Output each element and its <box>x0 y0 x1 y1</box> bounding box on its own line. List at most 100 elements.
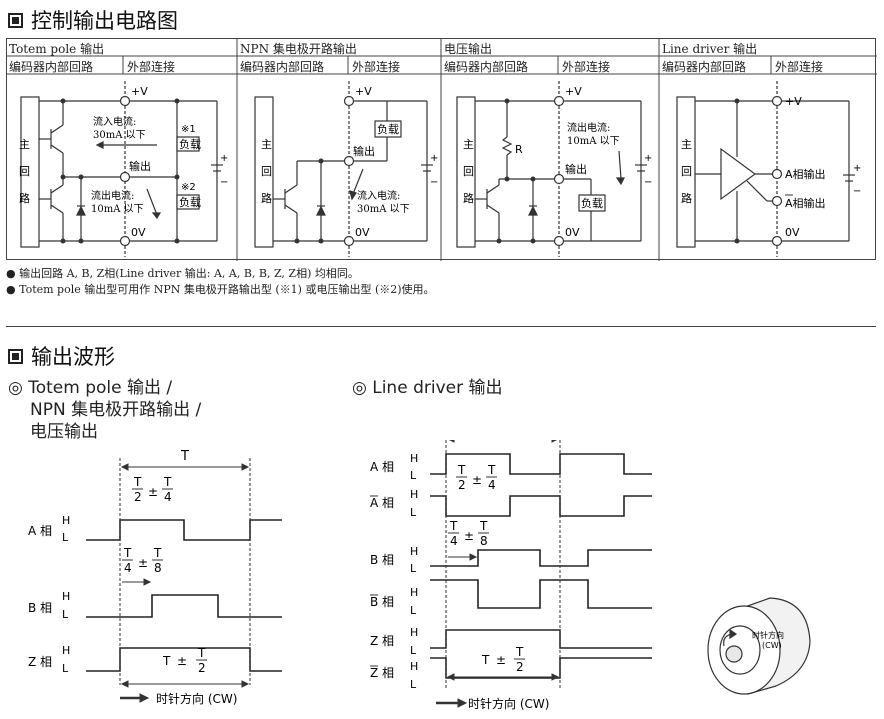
phase-b-label: B 相 <box>28 601 52 615</box>
frac-den: 4 <box>124 561 132 575</box>
frac-den: 4 <box>164 490 172 504</box>
main-circuit-label: 回 <box>463 165 474 178</box>
low-label: L <box>410 506 417 519</box>
output-label: 输出 <box>565 162 587 176</box>
high-label: H <box>62 590 70 603</box>
zerov-label: 0V <box>785 226 800 239</box>
load-label: 负载 <box>179 195 201 209</box>
output-label: 输出 <box>129 159 151 173</box>
circuit-npn <box>254 81 433 257</box>
frac-num: T <box>449 519 458 533</box>
plus-label: + <box>853 163 861 174</box>
frac-den: 2 <box>198 661 206 675</box>
section-title-text: 控制输出电路图 <box>31 9 178 33</box>
frac-num: T <box>163 475 172 489</box>
square-bullet-icon <box>8 348 23 364</box>
zerov-label: 0V <box>131 226 146 239</box>
phase-zbar-label: Z 相 <box>370 666 394 680</box>
main-circuit-label: 主 <box>261 138 272 151</box>
circuit-line-driver <box>676 81 855 257</box>
main-circuit-label: 路 <box>463 192 474 205</box>
phase-a-label: A 相 <box>28 524 52 538</box>
low-label: L <box>410 562 417 575</box>
col-sub-external: 外部连接 <box>352 60 401 74</box>
phase-abar-label: A 相 <box>370 496 394 510</box>
minus-label: − <box>430 177 438 188</box>
col-sub-external: 外部连接 <box>562 60 611 74</box>
sink-current-value: 30mA 以下 <box>357 204 410 215</box>
right-wave-title: ◎ Line driver 输出 <box>352 378 503 398</box>
phase-b-label: B 相 <box>370 553 394 567</box>
source-current-value: 10mA 以下 <box>567 136 620 147</box>
resistor-label: R <box>515 143 523 156</box>
vplus-label: +V <box>565 85 582 98</box>
main-circuit-label: 回 <box>261 165 272 178</box>
main-circuit-label: 回 <box>19 165 30 178</box>
col-sub-internal: 编码器内部回路 <box>662 60 747 74</box>
frac-den: 4 <box>488 478 496 492</box>
circuit-diagrams: 主 回 路 +V 0V 输出 负载 负载 ※1 ※2 流入电流: 30mA 以下… <box>7 39 877 261</box>
vplus-label: +V <box>785 95 802 108</box>
load-label: 负载 <box>377 122 399 136</box>
cw-direction-label: 时针方向 (CW) <box>156 691 237 706</box>
output-label: 输出 <box>353 144 375 158</box>
left-wave-title-3: 电压输出 <box>30 422 98 442</box>
col-title-npn: NPN 集电极开路输出 <box>240 42 357 56</box>
plus-label: + <box>430 153 438 164</box>
note-phases: ● 输出回路 A, B, Z相(Line driver 输出: A, A, B,… <box>6 267 359 280</box>
frac-den: 2 <box>458 478 466 492</box>
phase-z-label: Z 相 <box>370 634 394 648</box>
high-label: H <box>410 452 418 465</box>
zerov-label: 0V <box>565 226 580 239</box>
minus-label: − <box>644 177 652 188</box>
period-label: T <box>180 449 189 464</box>
high-label: H <box>410 545 418 558</box>
low-label: L <box>62 662 69 675</box>
square-bullet-icon <box>8 12 23 28</box>
divider <box>6 326 876 327</box>
circuit-totem-pole <box>20 81 223 257</box>
frac-den: 2 <box>516 660 524 674</box>
col-sub-internal: 编码器内部回路 <box>9 60 94 74</box>
a-output-label: A相输出 <box>785 167 826 181</box>
high-label: H <box>62 644 70 657</box>
frac-den: 8 <box>154 561 162 575</box>
frac-den: 2 <box>134 490 142 504</box>
frac-num: T <box>479 519 488 533</box>
abar-output-label: A相输出 <box>785 196 826 210</box>
low-label: L <box>410 469 417 482</box>
high-label: H <box>62 514 70 527</box>
load-label: 负载 <box>179 137 201 151</box>
circuit-table: Totem pole 输出 NPN 集电极开路输出 电压输出 Line driv… <box>6 38 877 261</box>
col-sub-internal: 编码器内部回路 <box>444 60 529 74</box>
main-circuit-label: 路 <box>261 192 272 205</box>
phase-bbar-label: B 相 <box>370 595 394 609</box>
low-label: L <box>62 608 69 621</box>
col-sub-external: 外部连接 <box>775 60 824 74</box>
frac-den: 8 <box>480 534 488 548</box>
vplus-label: +V <box>355 85 372 98</box>
encoder-illustration <box>707 597 811 695</box>
left-wave-title-1: ◎ Totem pole 输出 / <box>8 378 173 398</box>
frac-num: T <box>515 645 524 659</box>
main-circuit-label: 主 <box>19 138 30 151</box>
plus-label: + <box>220 153 228 164</box>
phase-a-label: A 相 <box>370 460 394 474</box>
minus-label: − <box>853 186 861 197</box>
low-label: L <box>410 644 417 657</box>
frac-num: T <box>487 463 496 477</box>
plus-minus: ± <box>496 653 506 667</box>
cw-direction-label: 时针方向 (CW) <box>468 696 549 711</box>
sink-current-value: 30mA 以下 <box>93 130 146 141</box>
source-current-label: 流出电流: <box>91 189 134 202</box>
low-label: L <box>410 604 417 617</box>
source-current-label: 流出电流: <box>567 121 610 134</box>
frac-num: T <box>133 475 142 489</box>
phase-z-label: Z 相 <box>28 655 52 669</box>
col-sub-internal: 编码器内部回路 <box>240 60 325 74</box>
period-label: T <box>481 653 490 667</box>
col-title-linedriver: Line driver 输出 <box>662 42 758 56</box>
main-circuit-label: 回 <box>681 165 692 178</box>
high-label: H <box>410 586 418 599</box>
col-title-voltage: 电压输出 <box>444 42 493 56</box>
